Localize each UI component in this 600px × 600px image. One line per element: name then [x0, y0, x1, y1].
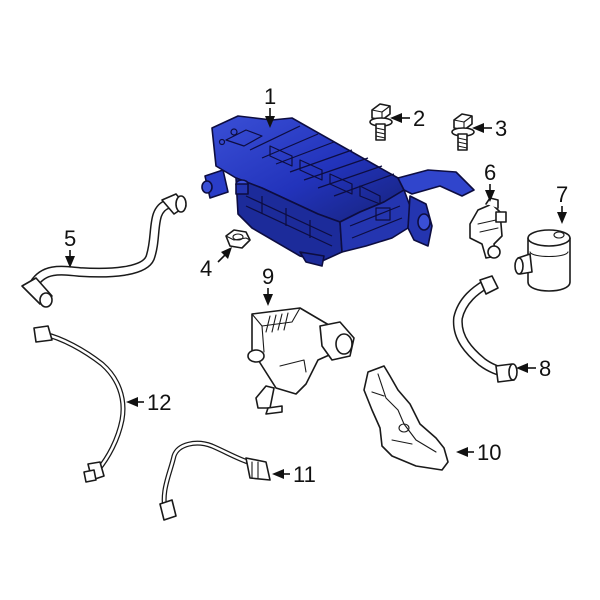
vapor-hose[interactable] [21, 193, 187, 308]
vapor-canister[interactable] [201, 115, 475, 267]
shield[interactable] [363, 365, 449, 471]
vent-hose[interactable] [452, 275, 518, 383]
callout-3: 3 [495, 116, 507, 141]
rear-oxygen-sensor[interactable] [159, 440, 271, 521]
leak-detection-pump[interactable] [247, 307, 355, 415]
canister-bolt[interactable] [369, 103, 393, 141]
leader-lines [65, 108, 567, 479]
callout-labels: 1 2 3 4 5 6 7 8 9 10 11 12 [64, 84, 568, 487]
callout-2: 2 [413, 106, 425, 131]
purge-valve[interactable] [469, 197, 507, 259]
mounting-bolt[interactable] [451, 113, 475, 151]
callout-1: 1 [264, 84, 276, 109]
callout-12: 12 [147, 390, 171, 415]
front-oxygen-sensor[interactable] [33, 325, 126, 483]
callout-9: 9 [262, 264, 274, 289]
callout-11: 11 [293, 462, 316, 487]
callout-8: 8 [539, 356, 551, 381]
callout-5: 5 [64, 226, 76, 251]
callout-4: 4 [200, 256, 212, 281]
nut[interactable] [225, 229, 251, 249]
callout-6: 6 [484, 160, 496, 185]
callout-7: 7 [556, 182, 568, 207]
callout-10: 10 [477, 440, 501, 465]
filter[interactable] [514, 229, 571, 292]
